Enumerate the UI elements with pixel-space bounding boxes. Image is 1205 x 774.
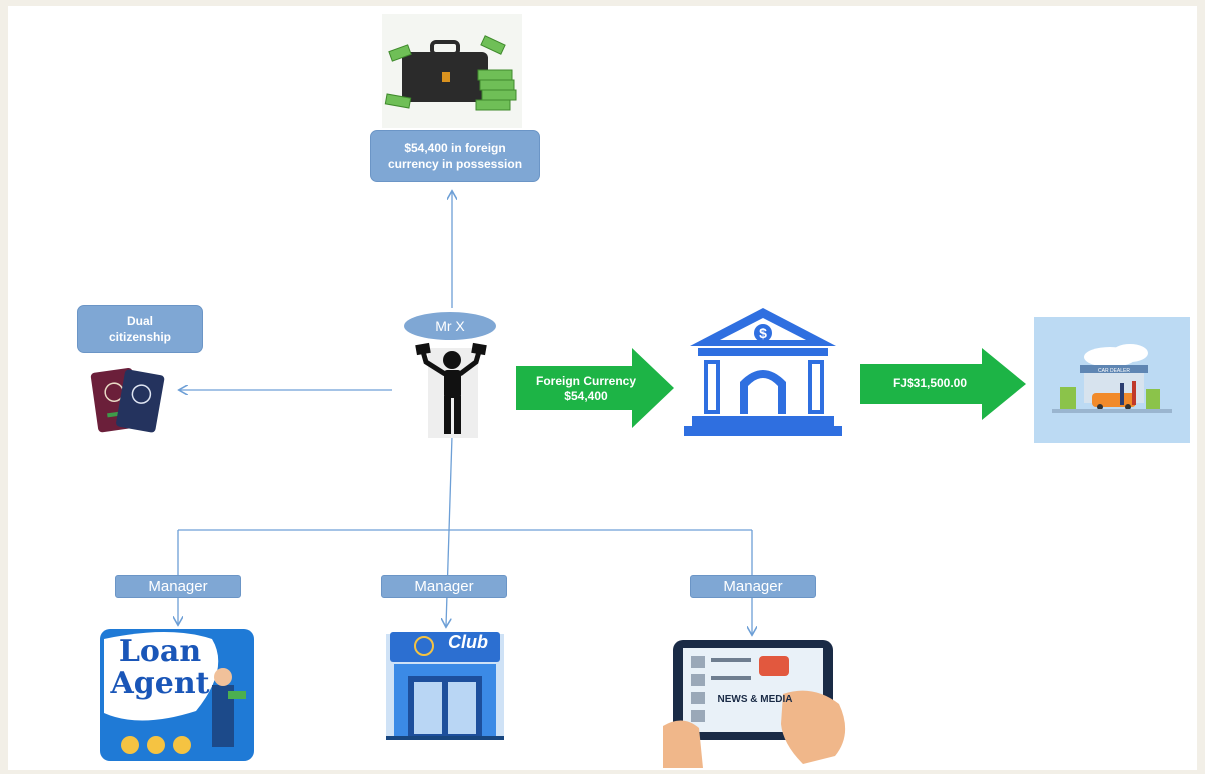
loan-agent-label: Loan Agent bbox=[110, 634, 210, 701]
dual-citizenship-box: Dual citizenship bbox=[77, 305, 203, 353]
mr-x-label: Mr X bbox=[404, 312, 496, 340]
diagram-canvas: $54,400 in foreign currency in possessio… bbox=[8, 6, 1197, 770]
manager-label-loan: Manager bbox=[148, 578, 208, 595]
news-media-text: NEWS & MEDIA bbox=[710, 694, 800, 705]
manager-box-media: Manager bbox=[690, 575, 816, 598]
briefcase-money-image bbox=[382, 14, 522, 128]
passports-icon bbox=[90, 368, 165, 433]
payment-arrow-label: FJ$31,500.00 bbox=[892, 376, 968, 390]
foreign-currency-label: $54,400 in foreign currency in possessio… bbox=[387, 141, 523, 171]
loan-agent-text: Loan Agent bbox=[110, 636, 210, 700]
club-image bbox=[386, 632, 504, 740]
car-dealer-image: CAR DEALER bbox=[1034, 317, 1190, 443]
manager-box-club: Manager bbox=[381, 575, 507, 598]
foreign-currency-arrow-label: Foreign Currency $54,400 bbox=[535, 374, 637, 403]
person-icon bbox=[415, 342, 487, 438]
manager-label-club: Manager bbox=[414, 578, 474, 595]
club-sign-text: Club bbox=[438, 632, 498, 653]
loan-agent-image bbox=[100, 629, 254, 761]
club-label: Club bbox=[448, 632, 488, 652]
news-media-image bbox=[663, 640, 846, 768]
car-dealer-sign: CAR DEALER bbox=[1098, 368, 1130, 374]
mr-x-text: Mr X bbox=[435, 318, 465, 334]
news-media-label: NEWS & MEDIA bbox=[717, 694, 793, 705]
foreign-currency-box: $54,400 in foreign currency in possessio… bbox=[370, 130, 540, 182]
manager-box-loan: Manager bbox=[115, 575, 241, 598]
bank-icon: $ bbox=[684, 308, 842, 436]
manager-label-media: Manager bbox=[723, 578, 783, 595]
foreign-currency-flow-arrow bbox=[516, 348, 674, 428]
bank-dollar-symbol: $ bbox=[759, 325, 767, 341]
dual-citizenship-label: Dual citizenship bbox=[108, 314, 171, 344]
payment-flow-arrow bbox=[860, 348, 1026, 420]
